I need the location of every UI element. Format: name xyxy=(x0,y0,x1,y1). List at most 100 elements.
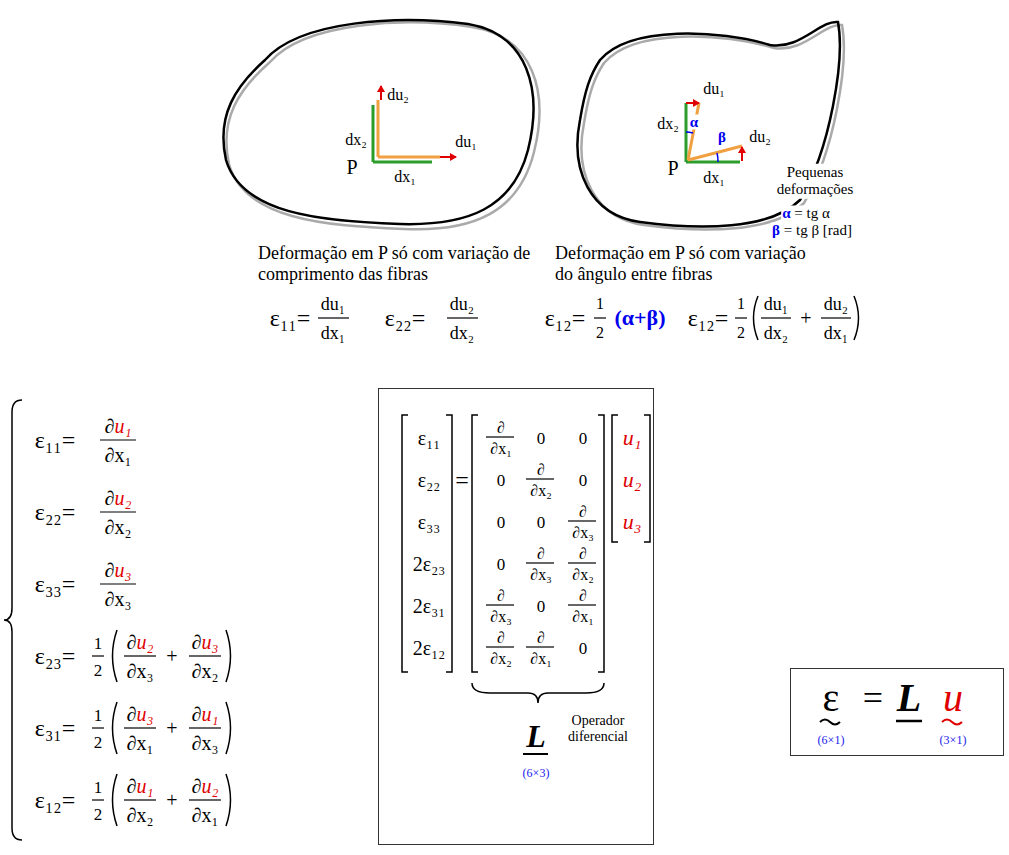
fraction-bar xyxy=(189,655,221,656)
displacement-component: u₂ xyxy=(623,469,642,491)
fraction-part: ∂x₃ xyxy=(127,661,154,681)
fiber-deformed xyxy=(378,156,440,159)
strain-component: 2ε₁₂ xyxy=(413,638,445,658)
fraction-part: ∂x₁ xyxy=(490,441,511,457)
angle-label: β xyxy=(717,130,727,145)
fraction-part: 1 xyxy=(94,779,103,796)
fiber-deformed xyxy=(688,146,742,160)
equation: ε₁₂= xyxy=(545,306,585,330)
fraction-part: 1 xyxy=(596,296,604,312)
matrix-entry: 0 xyxy=(579,430,588,447)
equation: ε₂₂= xyxy=(385,306,425,330)
fraction-bar xyxy=(100,439,136,440)
fraction-part: 1 xyxy=(94,707,103,724)
length-label: dx₁ xyxy=(703,170,725,186)
matrix-entry: 0 xyxy=(497,556,506,573)
fraction-part: ∂x₃ xyxy=(572,525,593,541)
fraction-bar xyxy=(447,317,478,318)
matrix-entry: 0 xyxy=(537,514,546,531)
matrix-entry: 0 xyxy=(579,640,588,657)
parenthesis xyxy=(226,774,231,826)
displacement-arrow xyxy=(380,86,382,100)
fraction-part: ∂ xyxy=(497,420,505,436)
fraction-bar xyxy=(761,317,791,318)
fraction-part: ∂u₃ xyxy=(192,632,219,652)
equation: ε₁₁= xyxy=(270,306,310,330)
strain-component: ε₃₃ xyxy=(418,512,440,532)
strain-component: 2ε₃₁ xyxy=(413,596,445,616)
fraction-bar xyxy=(189,727,221,728)
point-label: P xyxy=(667,158,678,178)
strain-component: ε₁₁ xyxy=(418,428,440,448)
fraction-bar xyxy=(568,562,596,563)
fraction-bar xyxy=(735,317,747,318)
vector-label: du₂ xyxy=(387,87,409,103)
vector-label: du₂ xyxy=(749,129,771,145)
equation: (α+β) xyxy=(614,307,665,329)
dimension-label: (6×3) xyxy=(523,767,550,779)
fraction-part: ∂u₁ xyxy=(127,776,154,796)
fraction-part: ∂ xyxy=(579,588,587,604)
fraction-part: du₁ xyxy=(321,295,345,313)
fraction-part: dx₁ xyxy=(824,324,848,342)
operator: + xyxy=(166,646,177,666)
matrix-bracket xyxy=(612,415,650,542)
operator: + xyxy=(800,308,811,328)
equation: ε₃₃= xyxy=(35,572,75,596)
matrix-entry: 0 xyxy=(497,514,506,531)
fraction-part: 2 xyxy=(596,325,604,341)
fraction-part: 1 xyxy=(737,296,745,312)
note: Pequenas deformações xyxy=(758,164,872,199)
fraction-bar xyxy=(124,727,156,728)
strain-component: 2ε₂₃ xyxy=(413,554,445,574)
operator-symbol: L xyxy=(526,720,546,752)
length-label: dx₁ xyxy=(394,169,416,185)
fiber-original xyxy=(372,105,375,162)
fraction-part: dx₂ xyxy=(764,324,788,342)
fraction-bar xyxy=(92,655,104,656)
fraction-bar xyxy=(821,317,851,318)
fraction-bar xyxy=(100,583,136,584)
fraction-part: ∂u₂ xyxy=(105,488,132,508)
fraction-part: ∂ xyxy=(579,504,587,520)
fraction-part: dx₁ xyxy=(321,324,345,342)
fiber-original xyxy=(686,161,740,164)
strain-component: ε₂₂ xyxy=(418,470,440,490)
fraction-bar xyxy=(124,799,156,800)
fiber-deformed xyxy=(688,103,699,160)
caption: Deformação em P só com variação do ângul… xyxy=(555,243,827,285)
dimension-label: (6×1) xyxy=(818,734,845,746)
matrix-entry: 0 xyxy=(537,598,546,615)
body-outline-deformed xyxy=(582,25,844,230)
operator-symbol: L xyxy=(897,678,921,718)
fraction-bar xyxy=(526,478,554,479)
parenthesis xyxy=(226,630,231,682)
operator: = xyxy=(455,468,469,492)
fraction-part: ∂u₁ xyxy=(192,704,219,724)
fraction-part: ∂x₁ xyxy=(530,651,551,667)
fraction-part: ∂ xyxy=(497,588,505,604)
fraction-bar xyxy=(486,604,514,605)
fraction-bar xyxy=(486,436,514,437)
underbrace xyxy=(472,683,604,703)
equation: ε₁₂= xyxy=(35,788,75,812)
matrix-entry: 0 xyxy=(537,430,546,447)
angle-label: α xyxy=(689,115,699,130)
fraction-part: ∂x₁ xyxy=(192,805,219,825)
fraction-part: ∂x₁ xyxy=(105,445,132,465)
matrix-equation-box: ε₁₁ε₂₂ε₃₃2ε₂₃2ε₃₁2ε₁₂=∂∂x₁000∂∂x₂000∂∂x₃… xyxy=(378,388,654,845)
dimension-label: (3×1) xyxy=(940,734,967,746)
vector-symbol: ε xyxy=(823,678,840,718)
note: α = tg α xyxy=(781,206,831,221)
fraction-part: ∂u₃ xyxy=(127,704,154,724)
fraction-part: 2 xyxy=(737,325,745,341)
fraction-part: 2 xyxy=(94,662,103,679)
note: Operador diferencial xyxy=(562,713,634,745)
parenthesis xyxy=(226,702,231,754)
matrix-underline xyxy=(896,720,922,723)
matrix-underline xyxy=(523,753,548,755)
vector-symbol: u xyxy=(943,678,963,718)
fraction-bar xyxy=(189,799,221,800)
displacement-arrow xyxy=(741,147,743,161)
fraction-part: ∂u₂ xyxy=(127,632,154,652)
